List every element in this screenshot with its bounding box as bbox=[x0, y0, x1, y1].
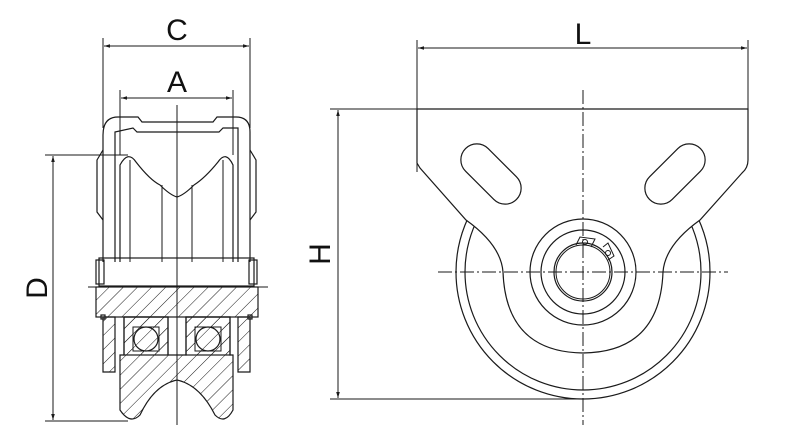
dimension-d: D bbox=[21, 154, 128, 422]
label-h: H bbox=[304, 243, 337, 265]
label-c: C bbox=[166, 14, 188, 47]
front-view: L H bbox=[304, 18, 749, 425]
mount-slot-left bbox=[460, 143, 522, 205]
dimension-c: C bbox=[102, 14, 251, 128]
label-d: D bbox=[21, 277, 54, 299]
side-section-view: C A D bbox=[21, 14, 268, 425]
label-l: L bbox=[575, 18, 592, 51]
label-a: A bbox=[167, 66, 187, 99]
dimension-a: A bbox=[119, 66, 234, 155]
mount-slot-right bbox=[644, 143, 706, 205]
